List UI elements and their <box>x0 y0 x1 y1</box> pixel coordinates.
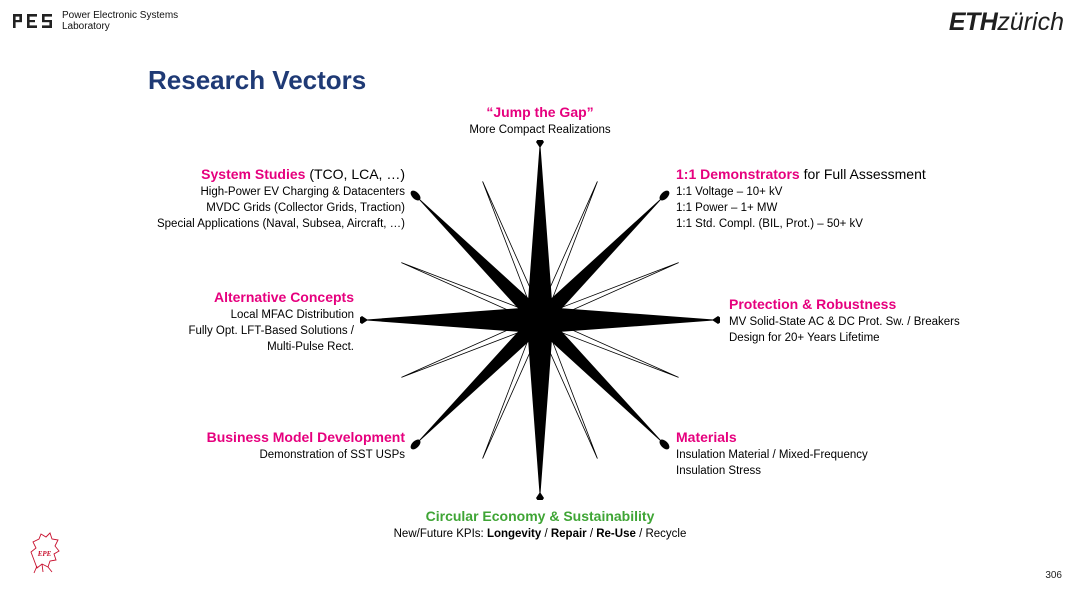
vector-top-right-line2: 1:1 Power – 1+ MW <box>676 202 778 214</box>
compass-diagonal-tip <box>410 439 421 450</box>
vector-top-left-line3: Special Applications (Naval, Subsea, Air… <box>156 218 405 230</box>
vector-top-left-system-studies: System Studies (TCO, LCA, …) High-Power … <box>80 165 405 232</box>
kpi-re-use: Re-Use <box>596 528 636 540</box>
vector-left-line3: Multi-Pulse Rect. <box>267 341 354 353</box>
vector-bottom-kpi-prefix: New/Future KPIs: <box>393 528 487 540</box>
compass-diagonal-points <box>410 190 670 450</box>
slide-title: Research Vectors <box>148 65 367 95</box>
vector-bottom-circular-economy: Circular Economy & Sustainability New/Fu… <box>340 507 740 542</box>
kpi-separator: / <box>635 528 646 540</box>
eth-logo-italic: zürich <box>997 8 1064 36</box>
vector-top-right-demonstrators: 1:1 Demonstrators for Full Assessment 1:… <box>676 165 926 232</box>
vector-top-line1: More Compact Realizations <box>469 124 611 136</box>
compass-point-main <box>539 306 716 334</box>
vector-right-line1: MV Solid-State AC & DC Prot. Sw. / Break… <box>729 316 960 328</box>
vector-bottom-right-heading: Materials <box>676 429 737 445</box>
vector-left-line1: Local MFAC Distribution <box>230 309 354 321</box>
vector-top-heading: “Jump the Gap” <box>486 104 594 120</box>
pes-lab-name-line1: Power Electronic Systems <box>62 10 179 21</box>
vector-bottom-left-line1: Demonstration of SST USPs <box>259 449 405 461</box>
vector-top-right-line3: 1:1 Std. Compl. (BIL, Prot.) – 50+ kV <box>676 218 863 230</box>
vector-top-left-heading-suffix: (TCO, LCA, …) <box>305 166 405 182</box>
compass-main-tip <box>536 492 544 500</box>
kpi-separator: / <box>586 528 597 540</box>
efe-logo-icon: EPE <box>30 532 60 574</box>
page-number: 306 <box>1045 570 1062 581</box>
vector-bottom-right-line1: Insulation Material / Mixed-Frequency <box>676 449 868 461</box>
compass-point-main <box>364 306 541 334</box>
pes-lab-name-line2: Laboratory <box>62 21 110 32</box>
vector-top-left-line2: MVDC Grids (Collector Grids, Traction) <box>206 202 405 214</box>
vector-left-line2: Fully Opt. LFT-Based Solutions / <box>188 325 354 337</box>
kpi-separator: / <box>541 528 551 540</box>
vector-top-right-heading: 1:1 Demonstrators <box>676 166 800 182</box>
vector-top-right-line1: 1:1 Voltage – 10+ kV <box>676 186 783 198</box>
vector-top-left-line1: High-Power EV Charging & Datacenters <box>200 186 405 198</box>
vector-right-heading: Protection & Robustness <box>729 296 897 312</box>
vector-bottom-right-line2: Insulation Stress <box>676 465 762 477</box>
compass-main-tip <box>712 316 720 324</box>
vector-right-line2: Design for 20+ Years Lifetime <box>729 332 880 344</box>
compass-point-main <box>526 319 554 496</box>
kpi-repair: Repair <box>550 528 587 540</box>
compass-diagonal-tip <box>659 190 670 201</box>
kpi-recycle: Recycle <box>645 528 687 540</box>
compass-main-points <box>360 140 720 500</box>
eth-zurich-logo: ETHzürich <box>949 8 1064 36</box>
compass-point-diagonal <box>418 198 547 327</box>
pes-logo-icon <box>13 14 52 28</box>
vector-bottom-left-heading: Business Model Development <box>206 429 405 445</box>
vector-top-right-heading-suffix: for Full Assessment <box>799 166 926 182</box>
vector-top-jump-the-gap: “Jump the Gap” More Compact Realizations <box>420 103 660 138</box>
compass-diagonal-tip <box>410 190 421 201</box>
vector-bottom-right-materials: Materials Insulation Material / Mixed-Fr… <box>676 428 868 479</box>
eth-logo-bold: ETH <box>948 8 998 36</box>
compass-point-diagonal <box>533 313 662 442</box>
compass-diagonal-tip <box>659 439 670 450</box>
compass-point-diagonal <box>533 198 662 327</box>
compass-point-diagonal <box>418 313 547 442</box>
vector-left-alternative-concepts: Alternative Concepts Local MFAC Distribu… <box>120 288 354 355</box>
compass-point-main <box>526 144 554 321</box>
vector-right-protection-robustness: Protection & Robustness MV Solid-State A… <box>729 295 960 346</box>
pes-lab-name: Power Electronic Systems Laboratory <box>62 10 178 32</box>
pes-logo: Power Electronic Systems Laboratory <box>12 10 178 32</box>
svg-text:EPE: EPE <box>37 550 52 558</box>
compass-main-tip <box>536 140 544 148</box>
vector-top-left-heading: System Studies <box>201 166 306 182</box>
compass-rose-icon <box>360 140 720 500</box>
vector-bottom-left-business-model: Business Model Development Demonstration… <box>150 428 405 463</box>
vector-bottom-heading: Circular Economy & Sustainability <box>425 508 655 524</box>
compass-main-tip <box>360 316 368 324</box>
vector-bottom-kpi-line: New/Future KPIs: Longevity / Repair / Re… <box>340 526 740 542</box>
vector-left-heading: Alternative Concepts <box>213 289 354 305</box>
kpi-longevity: Longevity <box>486 528 542 540</box>
